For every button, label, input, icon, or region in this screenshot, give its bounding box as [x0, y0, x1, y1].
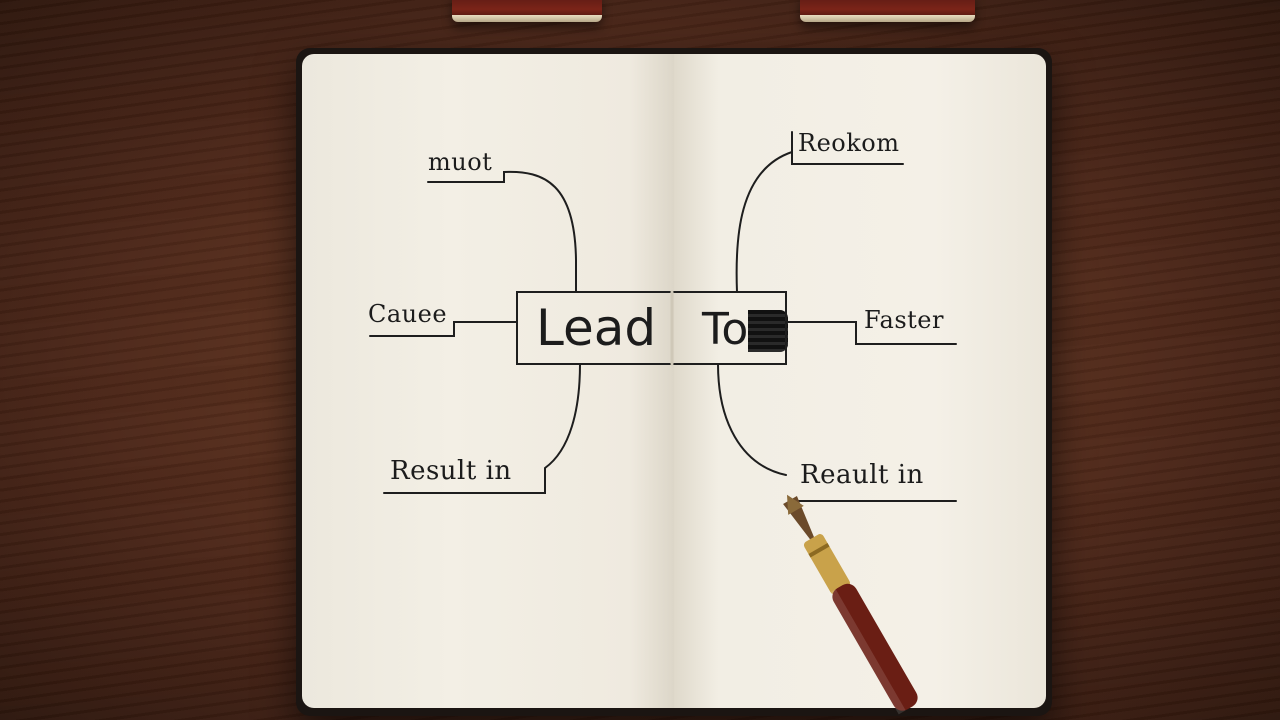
center-box: [516, 291, 787, 365]
pen-cap-left: [452, 0, 602, 22]
word-top-left: muot: [428, 148, 493, 176]
branch-bottom-right: [717, 363, 957, 502]
branch-top-left: [427, 170, 577, 293]
word-middle-right: Faster: [864, 306, 944, 334]
word-middle-left: Cauee: [368, 300, 448, 328]
branch-middle-right: [785, 321, 957, 345]
word-bottom-left: Result in: [390, 456, 512, 486]
word-bottom-right: Reault in: [800, 460, 924, 490]
word-top-right: Reokom: [798, 129, 900, 157]
left-page: [302, 54, 674, 708]
word-center-left: Lead: [536, 299, 657, 357]
word-center-right: To: [702, 304, 749, 355]
branch-middle-left: [369, 321, 518, 337]
branch-top-right: [735, 150, 904, 293]
elastic-band: [748, 310, 788, 352]
pen-cap-right: [800, 0, 975, 22]
branch-bottom-left: [383, 363, 581, 494]
